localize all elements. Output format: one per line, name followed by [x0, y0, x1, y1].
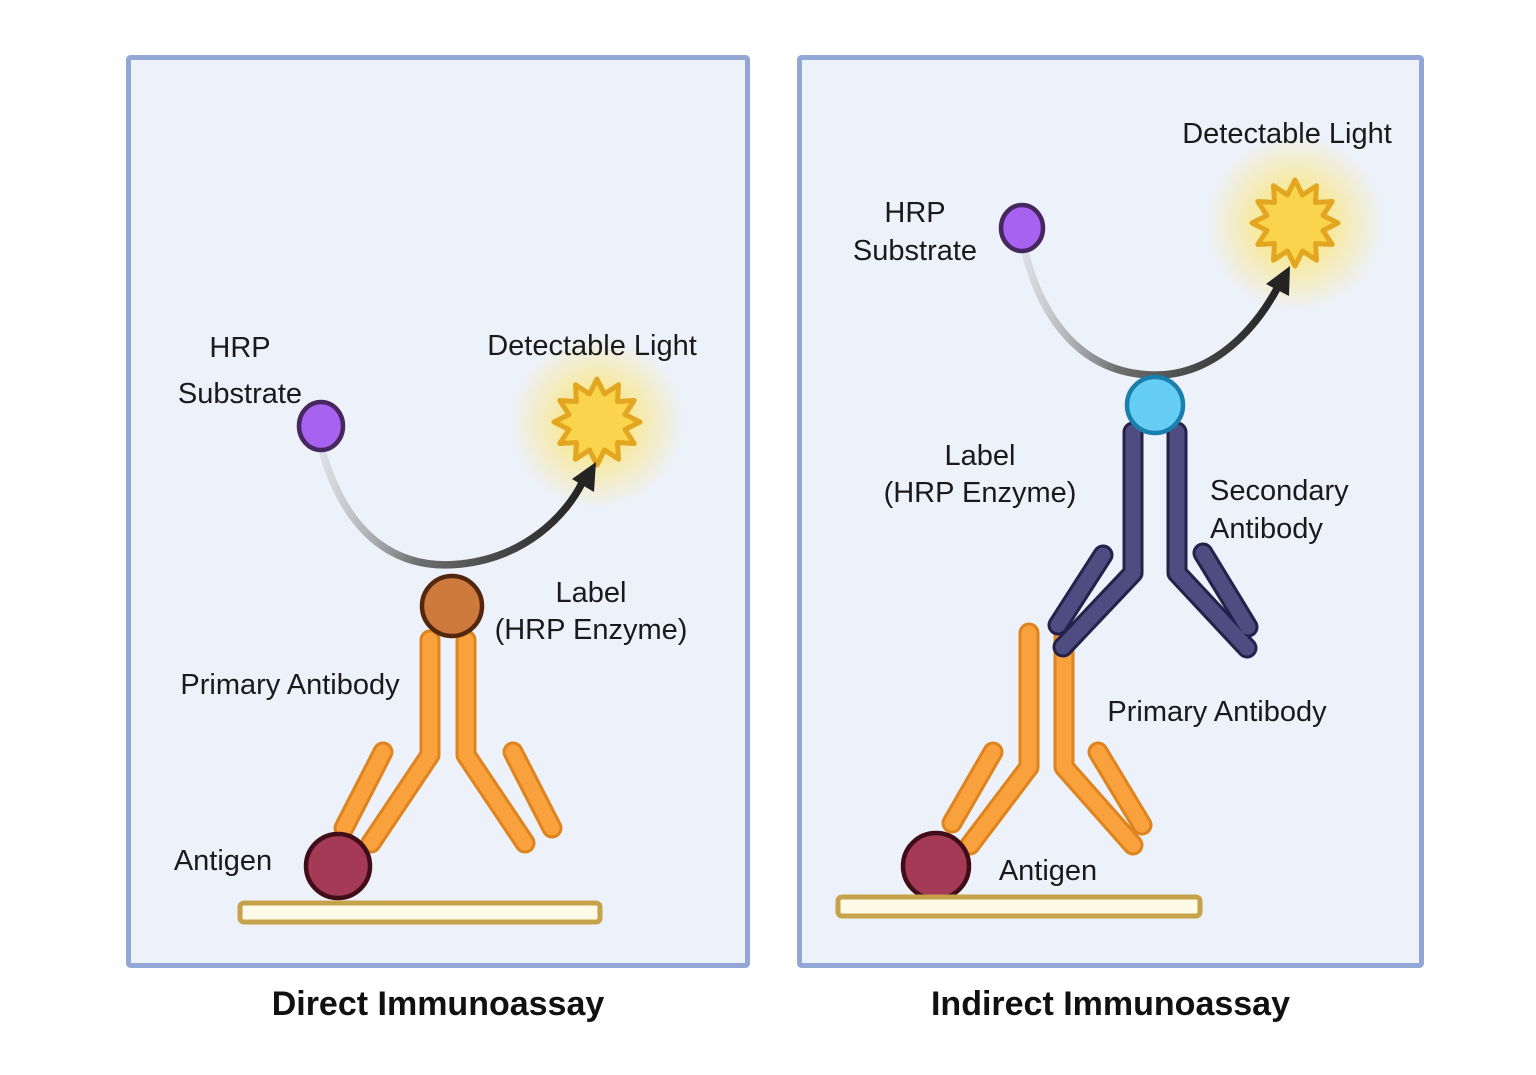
secondary-antibody-label-line1: Secondary [1210, 475, 1349, 507]
detectable-light-label: Detectable Light [1182, 118, 1392, 150]
detectable-light-starburst [1249, 177, 1341, 269]
primary-antibody-shape [333, 629, 563, 854]
hrp-substrate-label-line2: Substrate [178, 378, 302, 410]
antigen-label: Antigen [174, 845, 272, 877]
enzyme-label-line1: Label [556, 577, 627, 609]
hrp-substrate-label-line2: Substrate [853, 235, 977, 267]
secondary-antibody-label-line2: Antibody [1210, 513, 1323, 545]
hrp-substrate-circle [998, 202, 1046, 254]
hrp-enzyme-label-circle [1124, 374, 1186, 436]
enzyme-label-line2: (HRP Enzyme) [495, 614, 688, 646]
detectable-light-starburst [551, 376, 643, 468]
panel-background [126, 55, 750, 968]
hrp-enzyme-label-circle [419, 573, 485, 639]
indirect-immunoassay-title: Indirect Immunoassay [930, 985, 1290, 1023]
antigen-label: Antigen [999, 855, 1097, 887]
direct-immunoassay-panel: HRP Substrate Detectable Light Label (HR… [126, 55, 750, 968]
indirect-immunoassay-panel: Detectable Light HRP Substrate Label (HR… [797, 55, 1424, 968]
enzyme-label-line1: Label [945, 440, 1016, 472]
antigen-circle [303, 831, 373, 901]
hrp-substrate-circle [296, 399, 346, 453]
detectable-light-label: Detectable Light [487, 330, 697, 362]
reaction-arrow [318, 446, 586, 569]
direct-immunoassay-title: Direct Immunoassay [271, 985, 605, 1023]
assay-surface [835, 894, 1203, 919]
reaction-arrow-head [1266, 266, 1290, 296]
hrp-substrate-label-line1: HRP [209, 332, 270, 364]
secondary-antibody-shape [1047, 421, 1259, 659]
antigen-circle [900, 830, 972, 902]
hrp-substrate-label-line1: HRP [884, 197, 945, 229]
primary-antibody-label: Primary Antibody [180, 669, 400, 701]
enzyme-label-line2: (HRP Enzyme) [884, 477, 1077, 509]
assay-surface [237, 900, 603, 925]
reaction-arrow-head [572, 462, 596, 492]
primary-antibody-label: Primary Antibody [1107, 696, 1327, 728]
primary-antibody-shape [941, 622, 1153, 856]
